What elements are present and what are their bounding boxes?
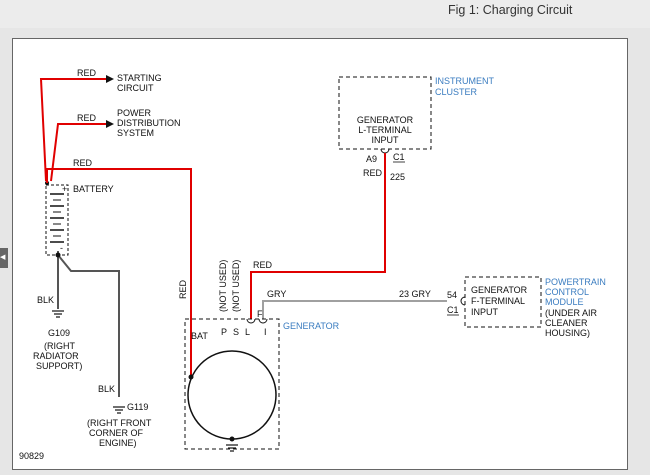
g109-desc3: SUPPORT)	[36, 361, 82, 371]
ground-icon	[226, 436, 238, 452]
cluster-box-line3: INPUT	[372, 135, 400, 145]
instrument-cluster-box	[338, 76, 432, 150]
pcm-box-line1: GENERATOR	[471, 285, 528, 295]
pcm-pin: 54	[447, 290, 457, 300]
terminal-bat: BAT	[191, 331, 208, 341]
wire-power-distribution	[50, 120, 114, 182]
pcm-title3: MODULE	[545, 297, 584, 307]
pcm-title1: POWERTRAIN	[545, 277, 606, 287]
g119-desc1: (RIGHT FRONT	[87, 418, 152, 428]
cluster-box-line2: L-TERMINAL	[358, 125, 412, 135]
battery-label: BATTERY	[73, 184, 114, 194]
wire-f-terminal	[262, 300, 447, 319]
not-used-p: (NOT USED)	[218, 260, 228, 312]
cluster-connector: C1	[393, 152, 405, 162]
wire-label-f: GRY	[267, 289, 286, 299]
terminal-s: S	[233, 327, 239, 337]
starting-circuit-line1: STARTING	[117, 73, 162, 83]
diagram-panel: RED STARTING CIRCUIT RED POWER DISTRIBUT…	[12, 38, 628, 470]
g109-id: G109	[48, 328, 70, 338]
battery-minus: -	[60, 243, 63, 253]
not-used-s: (NOT USED)	[231, 260, 241, 312]
pcm-connector: C1	[447, 305, 459, 315]
g119-id: G119	[127, 402, 148, 412]
wire-label-ground2: BLK	[98, 384, 115, 394]
instrument-cluster-title2: CLUSTER	[435, 87, 478, 97]
cluster-pin: A9	[366, 154, 377, 164]
wire-label-pcm: 23 GRY	[399, 289, 431, 299]
wire-label-starting: RED	[77, 68, 97, 78]
wire-label-bat: RED	[73, 158, 93, 168]
wire-starting-circuit	[39, 75, 114, 182]
g109-desc1: (RIGHT	[44, 341, 75, 351]
wire-label-power: RED	[77, 113, 97, 123]
g119-desc2: CORNER OF	[89, 428, 144, 438]
wire-label-ground1: BLK	[37, 295, 54, 305]
battery-plus: +	[62, 184, 67, 194]
figure-number: 90829	[19, 451, 44, 461]
generator-label: GENERATOR	[283, 321, 340, 331]
pcm-title2: CONTROL	[545, 287, 589, 297]
power-dist-line1: POWER	[117, 108, 152, 118]
charging-circuit-diagram: RED STARTING CIRCUIT RED POWER DISTRIBUT…	[19, 68, 606, 461]
figure-title: Fig 1: Charging Circuit	[448, 3, 573, 17]
starting-circuit-line2: CIRCUIT	[117, 83, 154, 93]
header-bar: Fig 1: Charging Circuit	[0, 0, 650, 28]
pcm-box-line2: F-TERMINAL	[471, 296, 525, 306]
generator-symbol	[187, 350, 277, 440]
wire-label-bat-vertical: RED	[178, 279, 188, 299]
pcm-title4: (UNDER AIR	[545, 308, 598, 318]
power-dist-line3: SYSTEM	[117, 128, 154, 138]
wire-ground-g119	[57, 254, 120, 397]
ground-icon	[113, 406, 125, 414]
pcm-box-line3: INPUT	[471, 307, 499, 317]
wire-label-cluster-color: RED	[363, 168, 383, 178]
terminal-i: I	[264, 327, 267, 337]
terminal-f: F	[257, 309, 263, 319]
wire-l-terminal	[250, 153, 386, 319]
ground-icon	[52, 310, 64, 318]
wire-bat-terminal	[46, 168, 192, 376]
g109-desc2: RADIATOR	[33, 351, 79, 361]
wire-label-cluster-circuit: 225	[390, 172, 405, 182]
power-dist-line2: DISTRIBUTION	[117, 118, 181, 128]
pcm-title6: HOUSING)	[545, 328, 590, 338]
wire-label-l: RED	[253, 260, 273, 270]
g119-desc3: ENGINE)	[99, 438, 137, 448]
cluster-box-line1: GENERATOR	[357, 115, 414, 125]
pcm-title5: CLEANER	[545, 318, 588, 328]
terminal-p: P	[221, 327, 227, 337]
instrument-cluster-title1: INSTRUMENT	[435, 76, 494, 86]
terminal-l: L	[245, 327, 250, 337]
pcm-box	[464, 276, 542, 328]
collapse-tab[interactable]: ◀	[0, 248, 8, 268]
